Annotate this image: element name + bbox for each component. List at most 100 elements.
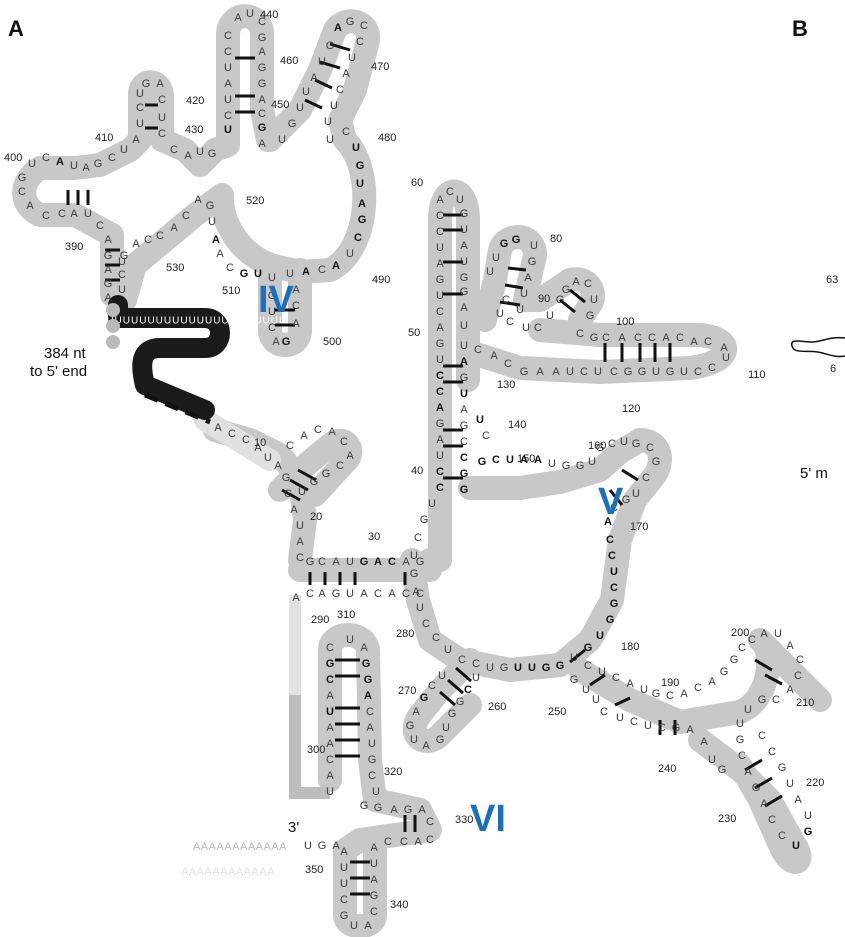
nucleotide: A <box>340 846 348 858</box>
nucleotide: G <box>632 438 641 450</box>
nucleotide: A <box>212 234 220 246</box>
num-500: 500 <box>323 336 341 348</box>
nucleotide: A <box>326 770 334 782</box>
nucleotide: C <box>646 442 654 454</box>
panel-label-b: B <box>792 16 808 41</box>
nucleotide: C <box>224 46 232 58</box>
num-460: 460 <box>280 55 298 67</box>
nucleotide: C <box>366 706 374 718</box>
nucleotide: U <box>610 566 618 578</box>
nucleotide: U <box>596 630 604 642</box>
nucleotide: A <box>216 248 224 260</box>
num-60: 60 <box>411 177 423 189</box>
nucleotide: A <box>460 404 468 416</box>
nucleotide: A <box>412 586 420 598</box>
nucleotide: A <box>104 234 112 246</box>
domain-label-vi: VI <box>470 798 506 840</box>
nucleotide: U <box>370 858 378 870</box>
nucleotide: U <box>350 920 358 932</box>
nucleotide: G <box>460 372 469 384</box>
num-150: 150 <box>517 453 535 465</box>
nucleotide: G <box>282 472 291 484</box>
nucleotide: C <box>758 730 766 742</box>
nucleotide: C <box>296 552 304 564</box>
num-170: 170 <box>630 521 648 533</box>
nucleotide: C <box>436 482 444 494</box>
nucleotide: C <box>226 262 234 274</box>
nucleotide: C <box>42 152 50 164</box>
nucleotide: U <box>224 124 232 136</box>
nucleotide: C <box>610 582 618 594</box>
nucleotide: A <box>342 68 350 80</box>
nucleotide: U <box>708 754 716 766</box>
nucleotide: C <box>284 488 292 500</box>
nucleotide: A <box>132 238 140 250</box>
nucleotide: U <box>436 242 444 254</box>
nucleotide: G <box>374 802 383 814</box>
nucleotide: A <box>680 688 688 700</box>
nucleotide: U <box>28 158 36 170</box>
num-350: 350 <box>305 864 323 876</box>
nucleotide: U <box>774 628 782 640</box>
nucleotide: A <box>346 450 354 462</box>
nucleotide: G <box>404 804 413 816</box>
nucleotide: G <box>460 468 469 480</box>
panel-label-a: A <box>8 16 24 41</box>
nucleotide: U <box>410 550 418 562</box>
nucleotide: A <box>302 266 310 278</box>
num-20: 20 <box>310 511 322 523</box>
nucleotide: A <box>326 690 334 702</box>
num-120: 120 <box>622 403 640 415</box>
nucleotide: U <box>436 450 444 462</box>
nucleotide: A <box>744 766 752 778</box>
nucleotide: C <box>58 208 66 220</box>
panel-b-cloud-shape <box>792 338 845 357</box>
nucleotide: G <box>500 238 509 250</box>
nucleotide: C <box>428 680 436 692</box>
nucleotide: A <box>332 556 340 568</box>
nucleotide: C <box>642 472 650 484</box>
num-340: 340 <box>390 899 408 911</box>
nucleotide: G <box>500 662 509 674</box>
nucleotide: A <box>258 94 266 106</box>
nucleotide: U <box>566 366 574 378</box>
nucleotide: C <box>796 654 804 666</box>
nucleotide: C <box>170 144 178 156</box>
num-530: 530 <box>166 262 184 274</box>
nucleotide: C <box>118 269 126 281</box>
nucleotide: U <box>528 662 536 674</box>
nucleotide: U <box>326 706 334 718</box>
nucleotide: U <box>326 786 334 798</box>
panel-b-63-label: 63 <box>826 274 838 286</box>
nucleotide: A <box>156 78 164 90</box>
nucleotide: U <box>224 62 232 74</box>
nucleotide: G <box>478 456 487 468</box>
nucleotide: U <box>514 662 522 674</box>
nucleotide: U <box>356 178 364 190</box>
nucleotide: G <box>240 268 249 280</box>
nucleotide: U <box>640 684 648 696</box>
domain-label-iv: IV <box>258 279 295 321</box>
num-270: 270 <box>398 685 416 697</box>
nucleotide: U <box>296 102 304 114</box>
three-prime-label: 3' <box>288 819 299 836</box>
nucleotide: C <box>504 358 512 370</box>
nucleotide: A <box>436 258 444 270</box>
nucleotide: A <box>258 138 266 150</box>
nucleotide: A <box>360 642 368 654</box>
nucleotide: G <box>340 910 349 922</box>
num-100: 100 <box>616 316 634 328</box>
nucleotide: G <box>282 336 291 348</box>
nucleotide: U <box>492 252 500 264</box>
nucleotide: A <box>552 366 560 378</box>
num-440: 440 <box>260 9 278 21</box>
nucleotide: G <box>590 332 599 344</box>
nucleotide: C <box>738 750 746 762</box>
nucleotide: A <box>104 264 112 276</box>
nucleotide: C <box>580 366 588 378</box>
nucleotide: A <box>272 336 280 348</box>
nucleotide: A <box>184 150 192 162</box>
nucleotide: G <box>436 418 445 430</box>
nucleotide: A <box>170 222 178 234</box>
nucleotide: C <box>634 332 642 344</box>
